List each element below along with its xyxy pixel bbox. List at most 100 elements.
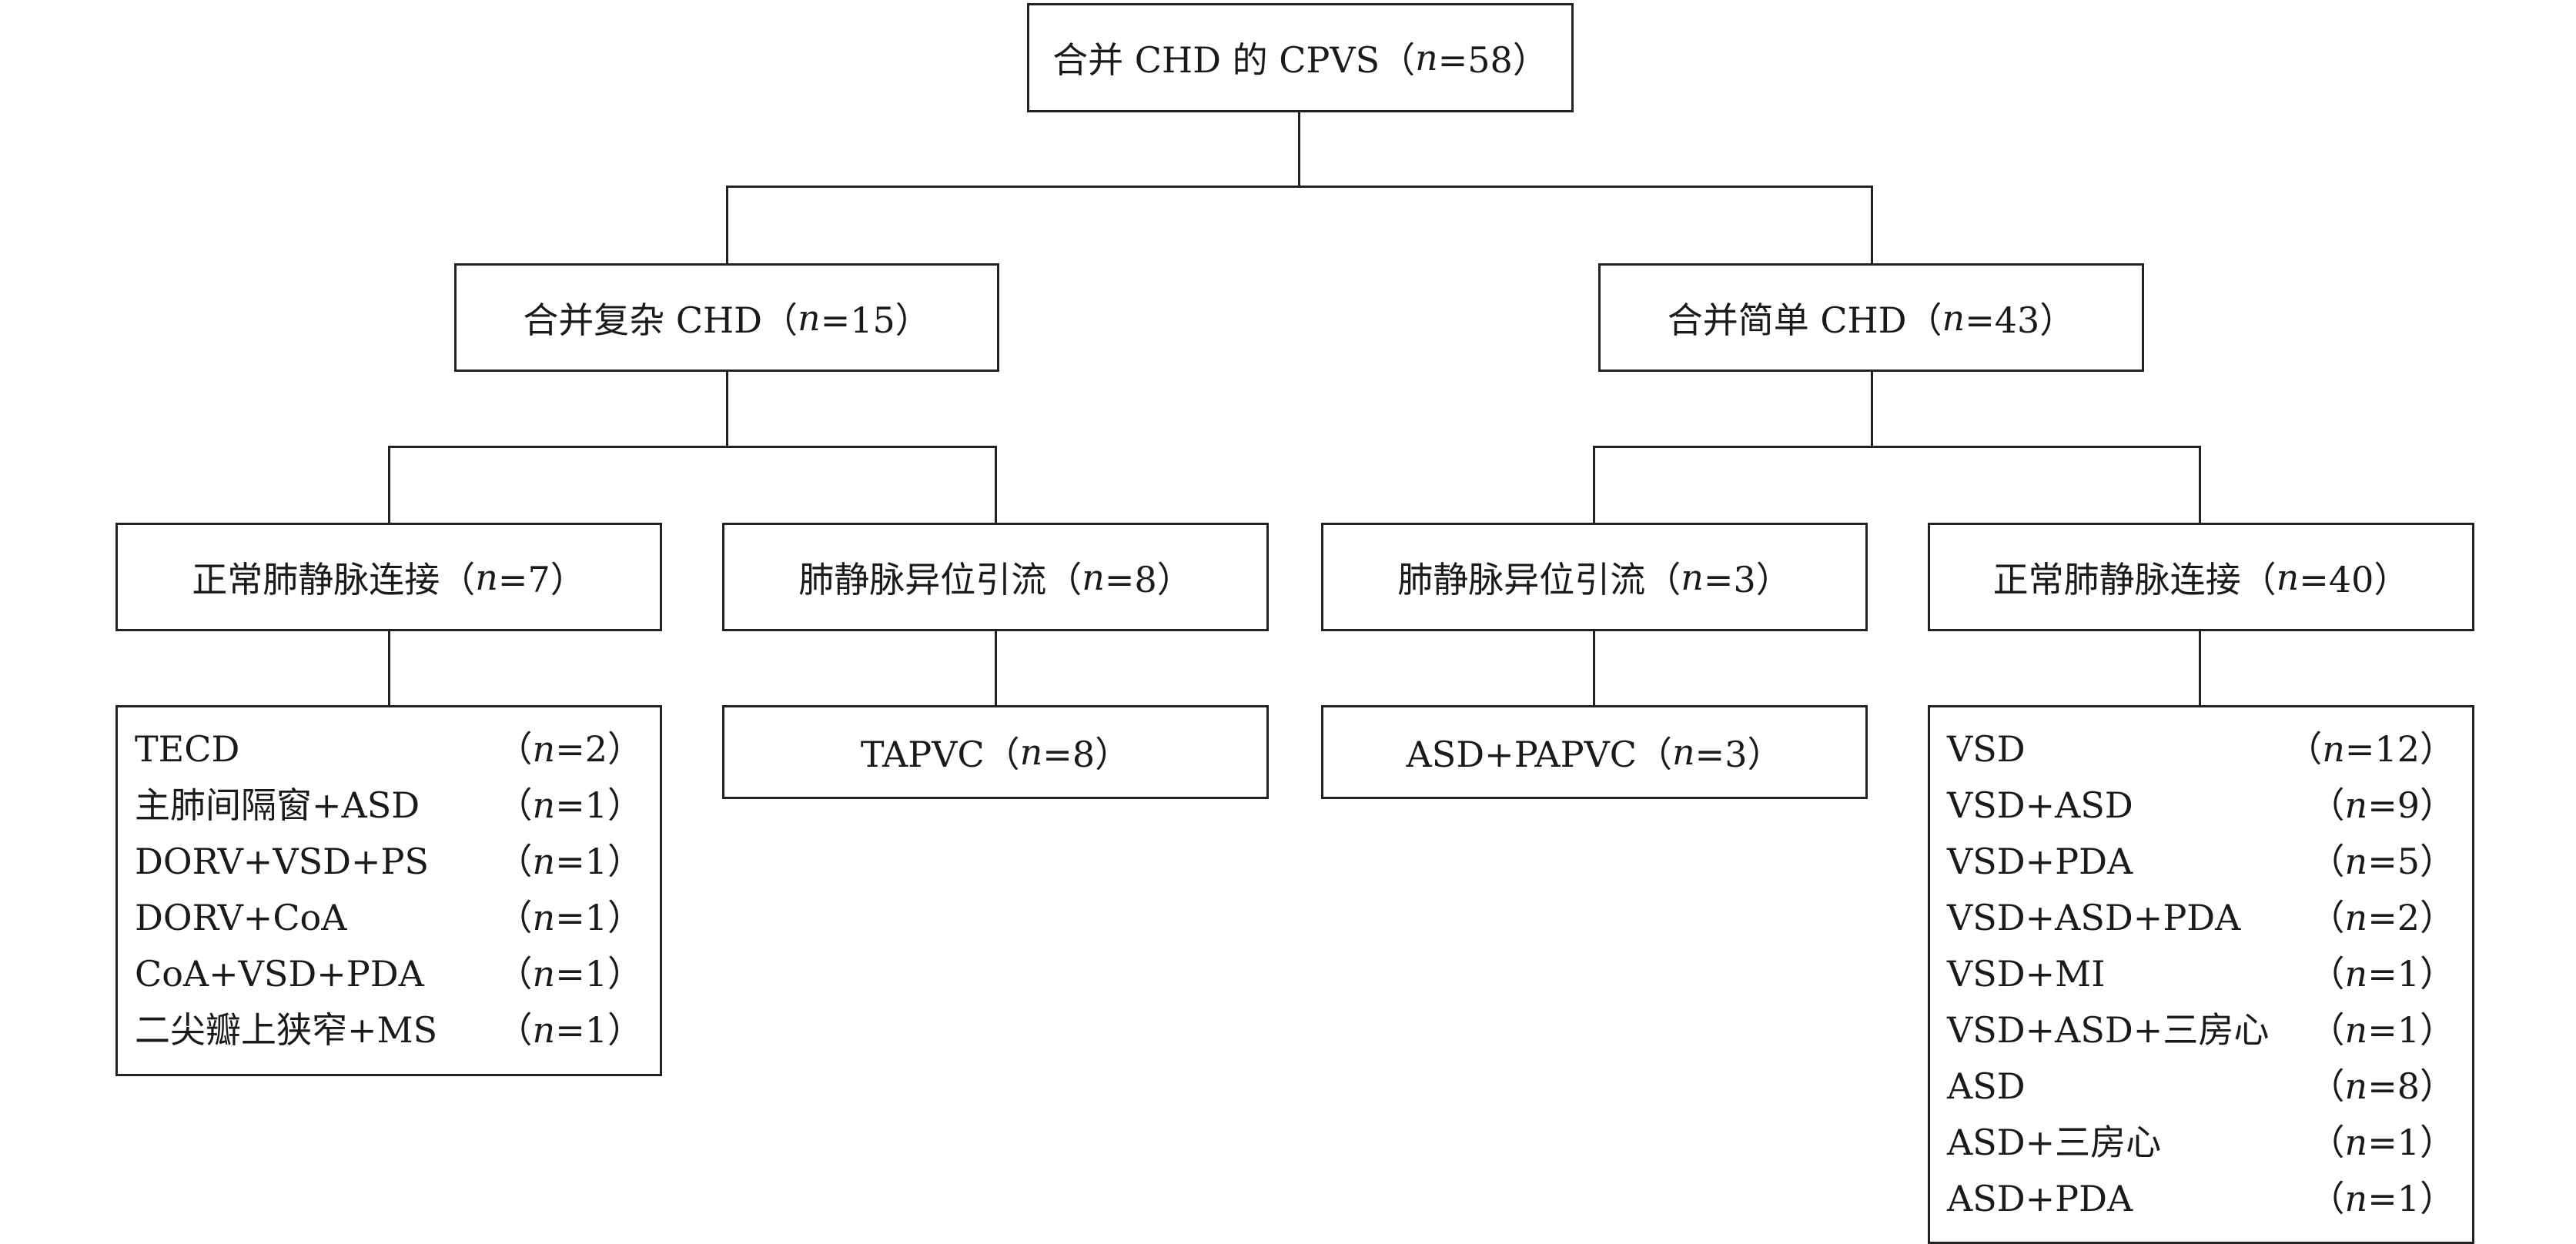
list-item-count: （n=1） (2309, 1122, 2455, 1163)
simple-normal-label: 正常肺静脉连接（ (1992, 558, 2277, 600)
list-item-count: （n=1） (2309, 1009, 2455, 1051)
list-item-count: （n=1） (497, 841, 643, 882)
list-item: VSD （n=12） (1947, 721, 2455, 778)
connector-complex-normal-list (388, 630, 390, 707)
simple-anomalous-count: =3） (1703, 558, 1791, 600)
connector-complex-anomalous-leaf (995, 630, 997, 707)
list-item-count: （n=1） (497, 784, 643, 826)
connector-simple-normal-list (2199, 630, 2201, 707)
connector-root-down (1298, 110, 1300, 187)
complex-normal-list: TECD （n=2） 主肺间隔窗+ASD （n=1） DORV+VSD+PS （n=1… (115, 705, 662, 1076)
list-item: 二尖瓣上狭窄+MS （n=1） (135, 1002, 643, 1058)
list-item: VSD+ASD+PDA （n=2） (1947, 890, 2455, 946)
complex-chd-n: n (798, 296, 821, 339)
simple-normal-n: n (2276, 556, 2300, 598)
simple-normal-list: VSD （n=12） VSD+ASD （n=9） VSD+PDA （n=5） VSD+… (1928, 705, 2474, 1244)
simple-normal-connection-node: 正常肺静脉连接（n=40） (1928, 523, 2474, 631)
list-item-label: VSD+ASD (1947, 784, 2133, 826)
list-item: 主肺间隔窗+ASD （n=1） (135, 778, 643, 834)
list-item-count: （n=1） (497, 897, 643, 938)
list-item-count: （n=8） (2309, 1065, 2455, 1107)
asd-papvc-n: n (1672, 731, 1695, 773)
list-item-label: DORV+CoA (135, 897, 347, 938)
list-item-label: VSD+MI (1947, 953, 2106, 995)
list-item-count: （n=1） (2309, 1178, 2455, 1219)
list-item-label: DORV+VSD+PS (135, 841, 429, 882)
list-item: DORV+CoA （n=1） (135, 890, 643, 946)
list-item-count: （n=5） (2309, 841, 2455, 882)
root-node: 合并 CHD 的 CPVS（n=58） (1027, 3, 1574, 112)
list-item: VSD+MI （n=1） (1947, 946, 2455, 1002)
list-item-label: ASD+PDA (1947, 1178, 2133, 1219)
complex-normal-n: n (475, 556, 498, 598)
asd-papvc-count: =3） (1694, 734, 1783, 775)
list-item-label: TECD (135, 728, 240, 770)
complex-chd-node: 合并复杂 CHD（n=15） (454, 263, 999, 372)
root-count: =58） (1437, 39, 1548, 81)
list-item-label: VSD+ASD+PDA (1947, 897, 2241, 938)
list-item: DORV+VSD+PS （n=1） (135, 834, 643, 890)
list-item-label: ASD (1947, 1065, 2026, 1107)
list-item-label: CoA+VSD+PDA (135, 953, 424, 995)
asd-papvc-label: ASD+PAPVC（ (1406, 734, 1673, 775)
list-item-label: VSD+PDA (1947, 841, 2133, 882)
root-n: n (1415, 37, 1438, 79)
complex-anomalous-n: n (1082, 556, 1105, 598)
complex-normal-count: =7） (497, 558, 586, 600)
list-item-count: （n=12） (2287, 728, 2455, 770)
simple-chd-n: n (1942, 296, 1965, 339)
connector-to-complex-normal (388, 446, 390, 523)
tapvc-n: n (1019, 731, 1043, 773)
simple-chd-count: =43） (1965, 299, 2076, 341)
complex-chd-count: =15） (820, 299, 931, 341)
connector-to-simple-normal (2199, 446, 2201, 523)
asd-papvc-node: ASD+PAPVC（n=3） (1321, 705, 1868, 799)
list-item-count: （n=2） (2309, 897, 2455, 938)
simple-chd-node: 合并简单 CHD（n=43） (1598, 263, 2144, 372)
list-item: ASD+三房心 （n=1） (1947, 1115, 2455, 1171)
root-label: 合并 CHD 的 CPVS（ (1052, 39, 1416, 81)
list-item: CoA+VSD+PDA （n=1） (135, 946, 643, 1002)
connector-complex-bar (388, 446, 997, 448)
simple-anomalous-label: 肺静脉异位引流（ (1397, 558, 1681, 600)
simple-anomalous-n: n (1681, 556, 1704, 598)
connector-simple-anomalous-leaf (1593, 630, 1595, 707)
connector-simple-bar (1593, 446, 2201, 448)
complex-anomalous-drainage-node: 肺静脉异位引流（n=8） (722, 523, 1269, 631)
list-item-count: （n=9） (2309, 784, 2455, 826)
list-item-count: （n=1） (2309, 953, 2455, 995)
list-item-label: 二尖瓣上狭窄+MS (135, 1009, 438, 1051)
complex-chd-label: 合并复杂 CHD（ (523, 299, 798, 341)
connector-level1-bar (726, 186, 1873, 188)
connector-to-complex-anomalous (995, 446, 997, 523)
list-item-count: （n=2） (497, 728, 643, 770)
tapvc-node: TAPVC（n=8） (722, 705, 1269, 799)
connector-simple-down (1871, 370, 1873, 447)
connector-complex-down (726, 370, 728, 447)
connector-to-simple-anomalous (1593, 446, 1595, 523)
connector-to-simple (1871, 186, 1873, 263)
complex-anomalous-label: 肺静脉异位引流（ (798, 558, 1082, 600)
list-item-count: （n=1） (497, 953, 643, 995)
list-item: ASD （n=8） (1947, 1058, 2455, 1115)
complex-normal-connection-node: 正常肺静脉连接（n=7） (115, 523, 662, 631)
list-item: VSD+PDA （n=5） (1947, 834, 2455, 890)
tapvc-label: TAPVC（ (860, 734, 1020, 775)
simple-anomalous-drainage-node: 肺静脉异位引流（n=3） (1321, 523, 1868, 631)
complex-anomalous-count: =8） (1104, 558, 1193, 600)
list-item-label: VSD+ASD+三房心 (1947, 1009, 2270, 1051)
list-item: VSD+ASD+三房心 （n=1） (1947, 1002, 2455, 1058)
simple-normal-count: =40） (2299, 558, 2410, 600)
tapvc-count: =8） (1042, 734, 1131, 775)
complex-normal-label: 正常肺静脉连接（ (192, 558, 476, 600)
list-item: VSD+ASD （n=9） (1947, 778, 2455, 834)
list-item: TECD （n=2） (135, 721, 643, 778)
connector-to-complex (726, 186, 728, 263)
list-item-label: 主肺间隔窗+ASD (135, 784, 420, 826)
list-item-count: （n=1） (497, 1009, 643, 1051)
simple-chd-label: 合并简单 CHD（ (1667, 299, 1942, 341)
list-item: ASD+PDA （n=1） (1947, 1171, 2455, 1227)
list-item-label: ASD+三房心 (1947, 1122, 2162, 1163)
list-item-label: VSD (1947, 728, 2026, 770)
